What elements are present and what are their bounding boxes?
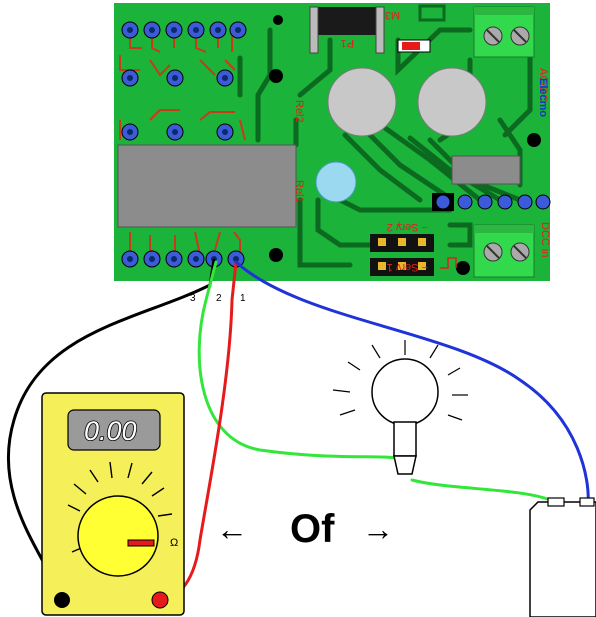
pcb-board: M3 P1 + — [114, 3, 551, 281]
label-rel2: Rel2 — [293, 100, 305, 123]
ic-chip — [451, 155, 521, 185]
wire-green — [197, 260, 552, 502]
relay-icon — [117, 144, 297, 228]
label-p1: P1 — [341, 37, 354, 49]
ohm-label: Ω — [170, 537, 178, 549]
relay2-pads — [119, 21, 247, 141]
meter-display-value: 0.00 — [84, 416, 137, 446]
ohm-jack — [151, 591, 169, 609]
pin-label-3: 3 — [190, 293, 196, 304]
terminal-block-dcc — [473, 224, 535, 278]
bulb-icon — [332, 340, 468, 475]
label-m3: M3 — [385, 9, 400, 21]
capacitors — [315, 67, 487, 203]
knob-pointer — [127, 539, 155, 547]
dial-ticks — [67, 461, 173, 553]
terminal-block-icon — [473, 6, 535, 58]
label-serv2: − Serv 2 — [387, 221, 428, 233]
pin-label-2: 2 — [216, 293, 222, 304]
transistor-m3: M3 P1 — [309, 4, 446, 54]
wire-black — [7, 258, 216, 600]
bulb-rays — [332, 340, 468, 421]
battery-icon — [529, 497, 596, 617]
label-rel1: Rel1 — [293, 180, 305, 203]
header-pins — [432, 193, 551, 211]
label-brand: Elecmo — [537, 78, 549, 117]
label-serv1: − Serv 1 — [387, 261, 428, 273]
left-arrow: ← — [216, 511, 248, 547]
label-dcc-in: DCC in — [539, 222, 551, 257]
meter-knob — [77, 495, 159, 577]
pin-label-1: 1 — [240, 293, 246, 304]
mounting-holes — [269, 15, 541, 275]
relay1-pads — [121, 231, 245, 268]
servo-headers: + — [370, 219, 457, 276]
pin-labels: 3 2 1 — [190, 293, 246, 304]
wire-blue — [234, 260, 590, 507]
right-arrow: → — [362, 511, 394, 547]
label-plus: + — [396, 219, 402, 231]
caption-text: Of — [290, 507, 335, 551]
com-jack — [54, 592, 70, 608]
caption: ← Of → — [216, 507, 394, 551]
label-acdc: AC/DC — [537, 68, 549, 102]
meter-display — [67, 409, 161, 451]
multimeter-icon: 0.00 Ω — [41, 392, 185, 616]
